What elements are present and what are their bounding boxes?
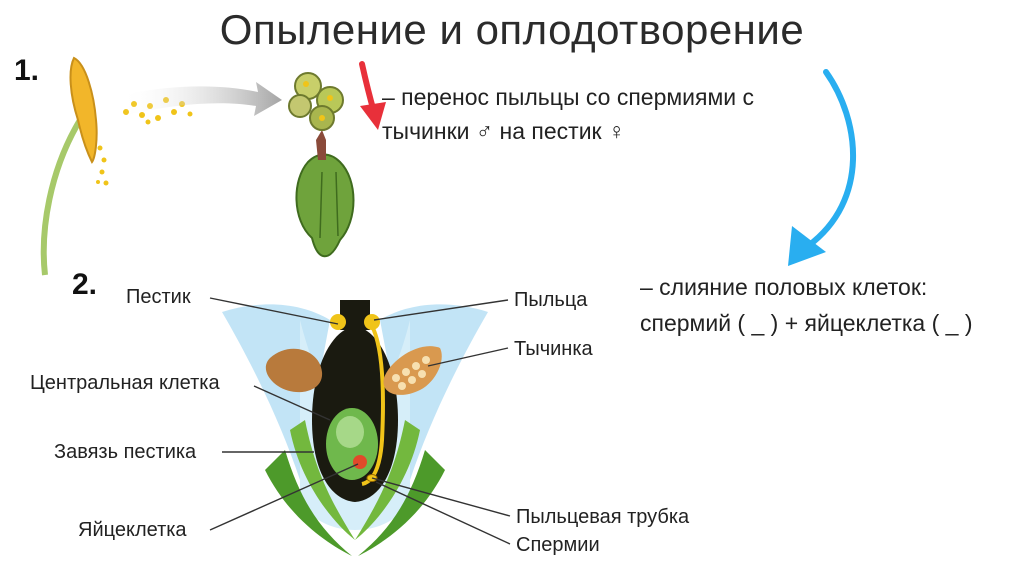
label-pollen: Пыльца: [514, 289, 588, 311]
label-sperm: Спермии: [516, 534, 600, 556]
pollination-definition-line1: – перенос пыльцы со спермиями с: [382, 84, 755, 110]
pistil-illustration: [288, 72, 355, 258]
step-number-2: 2.: [72, 268, 98, 301]
step-number-1: 1.: [14, 54, 40, 87]
pollination-definition-line2: тычинки ♂ на пестик ♀: [382, 118, 626, 144]
fertilization-definition-line1: – слияние половых клеток:: [640, 274, 928, 300]
red-arrow: [359, 61, 386, 130]
page-title: Опыление и оплодотворение: [219, 6, 805, 53]
blue-arrow: [788, 69, 857, 266]
label-egg-cell: Яйцеклетка: [78, 519, 187, 541]
label-stamen: Тычинка: [514, 338, 593, 360]
label-pollen-tube: Пыльцевая трубка: [516, 506, 690, 528]
label-central-cell: Центральная клетка: [30, 372, 220, 394]
leader-lines: [209, 297, 511, 545]
stamen-illustration: [40, 56, 109, 276]
label-pistil: Пестик: [126, 286, 191, 308]
flower-cross-section: [222, 300, 488, 556]
label-ovary: Завязь пестика: [54, 441, 197, 463]
fertilization-definition-line2: спермий ( _ ) + яйцеклетка ( _ ): [640, 310, 973, 336]
transfer-arrow: [120, 82, 282, 116]
